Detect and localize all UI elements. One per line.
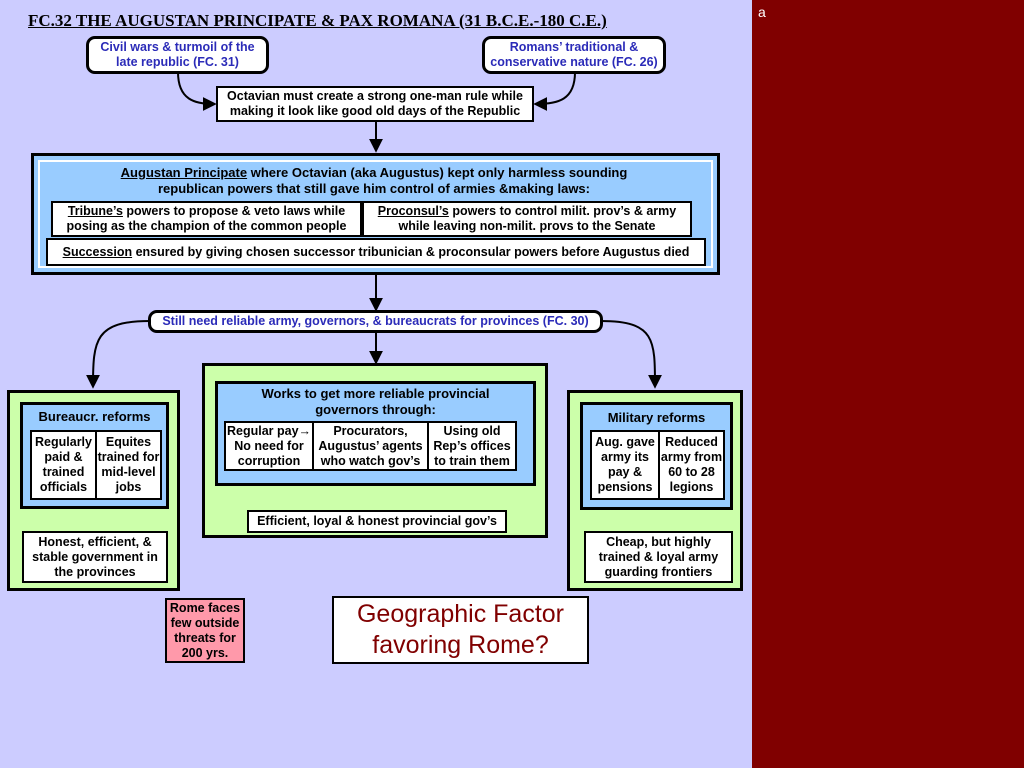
tribune-text: powers to propose & veto laws while posi… <box>66 204 347 233</box>
bureaucratic-reforms-inner: Bureaucr. reforms Regularly paid & train… <box>20 402 169 509</box>
reduced-army-box: Reduced army from 60 to 28 legions <box>658 430 725 500</box>
right-arrow-icon: → <box>298 423 312 438</box>
procurators-box: Procurators, Augustus’ agents who watch … <box>312 421 429 471</box>
succession-term: Succession <box>62 244 133 259</box>
few-threats-box: Rome faces few outside threats for 200 y… <box>165 598 245 663</box>
right-side-panel <box>752 0 1024 768</box>
equites-box: Equites trained for mid-level jobs <box>95 430 162 500</box>
no-corruption-text: No need for corruption <box>234 438 304 468</box>
proconsul-term: Proconsul’s <box>377 204 449 218</box>
roman-nature-cause: Romans’ traditional & conservative natur… <box>482 36 666 74</box>
army-pay-box: Aug. gave army its pay & pensions <box>590 430 660 500</box>
corner-label: a <box>758 4 766 20</box>
military-reforms-heading: Military reforms <box>607 410 706 425</box>
page-title: FC.32 THE AUGUSTAN PRINCIPATE & PAX ROMA… <box>28 11 607 30</box>
principate-heading-text: where Octavian (aka Augustus) kept only … <box>158 165 628 196</box>
principate-heading: Augustan Principate where Octavian (aka … <box>94 165 654 197</box>
loyal-army-box: Cheap, but highly trained & loyal army g… <box>584 531 733 583</box>
principate-heading-term: Augustan Principate <box>120 165 248 180</box>
octavian-goal-box: Octavian must create a strong one-man ru… <box>216 86 534 122</box>
succession-text: ensured by giving chosen successor tribu… <box>132 244 690 259</box>
tribune-power-box: Tribune’s powers to propose & veto laws … <box>51 201 362 237</box>
republic-offices-box: Using old Rep’s offices to train them <box>427 421 517 471</box>
late-republic-cause: Civil wars & turmoil of the late republi… <box>86 36 269 74</box>
principate-inner-frame <box>38 160 713 268</box>
bureaucratic-reforms-panel: Bureaucr. reforms Regularly paid & train… <box>7 390 180 591</box>
paid-officials-box: Regularly paid & trained officials <box>30 430 97 500</box>
governors-heading: Works to get more reliable provincial go… <box>261 386 490 417</box>
governors-inner: Works to get more reliable provincial go… <box>215 381 536 486</box>
principate-panel: Augustan Principate where Octavian (aka … <box>31 153 720 275</box>
proconsul-power-box: Proconsul’s powers to control milit. pro… <box>362 201 692 237</box>
geographic-factor-box: Geographic Factor favoring Rome? <box>332 596 589 664</box>
proconsul-text: powers to control milit. prov’s & army w… <box>398 204 677 233</box>
succession-box: Succession ensured by giving chosen succ… <box>46 238 706 266</box>
regular-pay-box: Regular pay→No need for corruption <box>224 421 314 471</box>
efficient-governors-box: Efficient, loyal & honest provincial gov… <box>247 510 507 533</box>
military-reforms-panel: Military reforms Aug. gave army its pay … <box>567 390 743 591</box>
bureaucratic-reforms-heading: Bureaucr. reforms <box>38 409 151 424</box>
regular-pay-label: Regular pay <box>226 423 299 438</box>
need-reliable-staff-box: Still need reliable army, governors, & b… <box>148 310 603 333</box>
tribune-term: Tribune’s <box>67 204 123 218</box>
military-reforms-inner: Military reforms Aug. gave army its pay … <box>580 402 733 510</box>
governors-panel: Works to get more reliable provincial go… <box>202 363 548 538</box>
honest-government-box: Honest, efficient, & stable government i… <box>22 531 168 583</box>
